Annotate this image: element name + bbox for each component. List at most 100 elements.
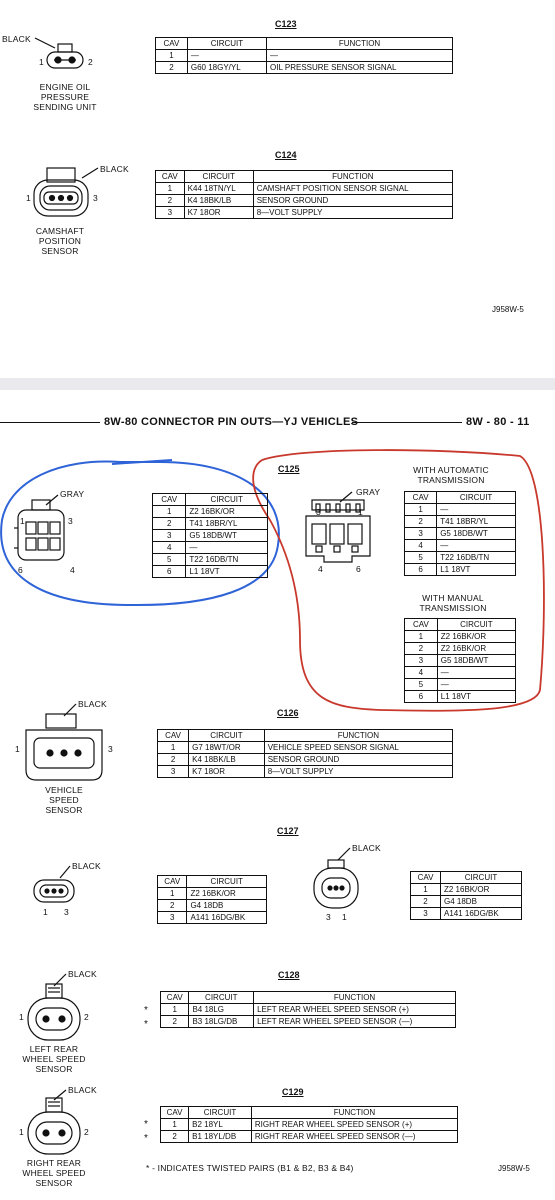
c129-color-label: BLACK (68, 1085, 97, 1095)
c127-left-pin-1: 1 (43, 907, 48, 917)
c123-pin-1: 1 (39, 57, 44, 67)
c128-twisted-mark-1: * (144, 1005, 148, 1016)
c125-color-label: GRAY (356, 487, 381, 497)
table-row: 1— (403, 503, 516, 516)
c128-id: C128 (278, 970, 300, 980)
c123-pin-2: 2 (88, 57, 93, 67)
table-row: 4— (403, 539, 516, 552)
c128-connector-icon (27, 973, 81, 1041)
c126-pin-1: 1 (15, 744, 20, 754)
table-row: 5— (404, 678, 517, 691)
header-rule-left (0, 422, 100, 423)
c127-right-pin-1: 1 (342, 912, 347, 922)
c128-pin-2: 2 (84, 1012, 89, 1022)
c125-pin-3: 3 (316, 507, 321, 517)
c124-id: C124 (275, 150, 297, 160)
c128-pin-1: 1 (19, 1012, 24, 1022)
page-title: 8W-80 CONNECTOR PIN OUTS—YJ VEHICLES (104, 416, 359, 428)
left-gray-color-label: GRAY (60, 489, 85, 499)
c129-twisted-mark-1: * (144, 1119, 148, 1130)
c125-connector-icon (305, 491, 371, 563)
twisted-pairs-footnote: * - INDICATES TWISTED PAIRS (B1 & B2, B3… (146, 1163, 354, 1173)
c129-connector-icon (27, 1089, 81, 1155)
blue-annotation-stroke (111, 459, 173, 465)
c124-color-label: BLACK (100, 164, 129, 174)
c125-pin-4: 4 (318, 564, 323, 574)
table-row: 4— (404, 666, 517, 679)
c126-id: C126 (277, 708, 299, 718)
c129-twisted-mark-2: * (144, 1133, 148, 1144)
left-gray-connector-icon (14, 494, 65, 561)
c128-color-label: BLACK (68, 969, 97, 979)
c123-component-label: ENGINE OIL PRESSURE SENDING UNIT (33, 82, 97, 112)
left-gray-pin-4: 4 (70, 565, 75, 575)
c127-right-pin-3: 3 (326, 912, 331, 922)
c127-left-color-label: BLACK (72, 861, 101, 871)
c124-pin-1: 1 (26, 193, 31, 203)
c126-connector-icon (25, 703, 103, 781)
c127-left-connector-icon (33, 865, 75, 903)
c128-component-label: LEFT REAR WHEEL SPEED SENSOR (22, 1044, 86, 1074)
left-gray-pin-6: 6 (18, 565, 23, 575)
left-gray-pin-1: 1 (20, 516, 25, 526)
c126-color-label: BLACK (78, 699, 107, 709)
c125-id: C125 (278, 464, 300, 474)
c126-pin-3: 3 (108, 744, 113, 754)
table-row: 1—— (155, 49, 453, 62)
c129-component-label: RIGHT REAR WHEEL SPEED SENSOR (22, 1158, 86, 1188)
c127-right-color-label: BLACK (352, 843, 381, 853)
page-number: 8W - 80 - 11 (466, 416, 530, 428)
c124-connector-icon (33, 167, 99, 217)
c127-left-pin-3: 3 (64, 907, 69, 917)
bottom-drawing-code: J958W-5 (498, 1164, 530, 1173)
c129-pin-2: 2 (84, 1127, 89, 1137)
c123-color-label: BLACK (2, 34, 31, 44)
c124-component-label: CAMSHAFT POSITION SENSOR (35, 226, 85, 256)
top-drawing-code: J958W-5 (492, 305, 524, 314)
c126-component-label: VEHICLE SPEED SENSOR (45, 785, 83, 815)
page-header: 8W-80 CONNECTOR PIN OUTS—YJ VEHICLES 8W … (0, 412, 555, 432)
c129-id: C129 (282, 1087, 304, 1097)
c125-pin-6: 6 (356, 564, 361, 574)
